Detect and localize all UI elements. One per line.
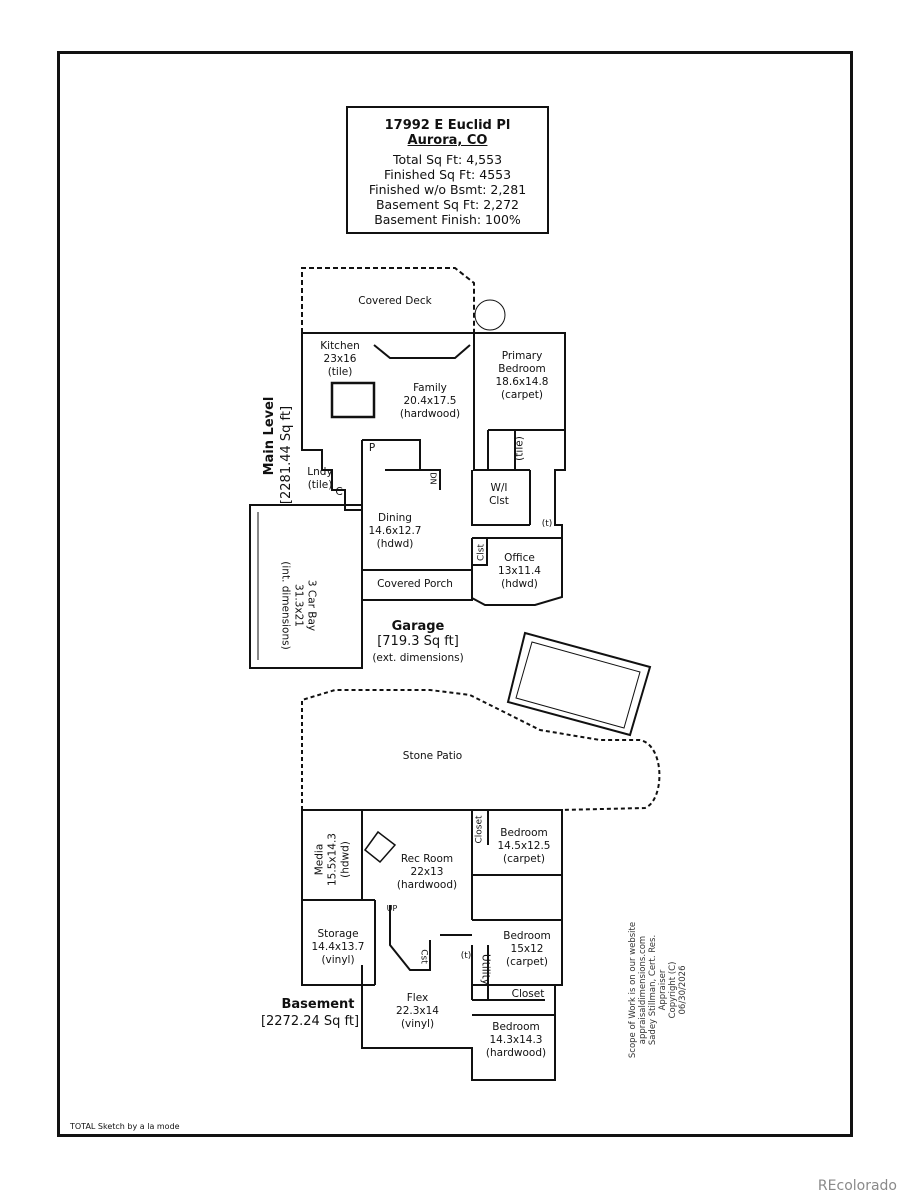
covered-porch-label: Covered Porch bbox=[377, 578, 453, 590]
watermark: REcolorado bbox=[817, 1178, 897, 1194]
kitchen-island bbox=[330, 381, 376, 419]
covered-deck-outline bbox=[301, 267, 475, 335]
storage-label: Storage 14.4x13.7 (vinyl) bbox=[311, 928, 365, 966]
basement-outline bbox=[301, 809, 563, 1081]
pantry-label: P bbox=[368, 442, 376, 454]
closet-vertical-label: Closet bbox=[474, 815, 485, 844]
basement-finish: Basement Finish: 100% bbox=[374, 212, 521, 227]
drawing-frame bbox=[57, 51, 853, 1137]
laundry-label: Lndy (tile) bbox=[307, 466, 333, 491]
bedroom-2-label: Bedroom 15x12 (carpet) bbox=[503, 930, 551, 968]
property-info-box: 17992 E Euclid Pl Aurora, CO Total Sq Ft… bbox=[346, 106, 549, 234]
main-toilet-label: (t) bbox=[541, 519, 553, 529]
family-label: Family 20.4x17.5 (hardwood) bbox=[399, 382, 461, 420]
flex-label: Flex 22.3x14 (vinyl) bbox=[396, 992, 439, 1030]
primary-bedroom-label: Primary Bedroom 18.6x14.8 (carpet) bbox=[495, 350, 549, 401]
main-level-title: Main Level bbox=[262, 396, 277, 476]
garage-area: [719.3 Sq ft] bbox=[377, 634, 459, 649]
garage-title: Garage bbox=[391, 619, 445, 634]
media-label: Media 15.5x14.3 (hdwd) bbox=[313, 833, 352, 886]
garage-note: (ext. dimensions) bbox=[372, 652, 464, 664]
kitchen-label: Kitchen 23x16 (tile) bbox=[320, 340, 360, 378]
stone-patio-outline bbox=[301, 689, 661, 811]
walk-in-closet-label: W/I Clst bbox=[489, 482, 509, 507]
primary-bath-label: (tile) bbox=[513, 436, 526, 461]
finished-sqft: Finished Sq Ft: 4553 bbox=[383, 167, 512, 182]
basement-title: Basement bbox=[281, 997, 355, 1012]
stairs-up-label: UP bbox=[386, 904, 398, 913]
pool-outline bbox=[506, 631, 652, 737]
office-closet-label: Clst bbox=[476, 544, 487, 562]
stone-patio-label: Stone Patio bbox=[402, 750, 463, 762]
sketch-footer: TOTAL Sketch by a la mode bbox=[70, 1122, 180, 1131]
basement-sqft: Basement Sq Ft: 2,272 bbox=[375, 197, 519, 212]
covered-deck-label: Covered Deck bbox=[358, 295, 432, 307]
garage-outline bbox=[249, 504, 363, 669]
closet-horizontal-label: Closet bbox=[511, 988, 545, 1000]
bedroom-3-label: Bedroom 14.3x14.3 (hardwood) bbox=[485, 1021, 547, 1059]
garage-bay-label: 3 Car Bay 31.3x21 (int. dimensions) bbox=[279, 561, 318, 650]
city: Aurora, CO bbox=[407, 133, 488, 148]
rec-room-label: Rec Room 22x13 (hardwood) bbox=[396, 853, 458, 891]
appraiser-credits: Scope of Work is on our website appraisa… bbox=[628, 921, 688, 1059]
basement-closet-label: Cst bbox=[418, 949, 429, 964]
stairs-down-label: DN bbox=[428, 472, 438, 485]
total-sqft: Total Sq Ft: 4,553 bbox=[392, 152, 503, 167]
utility-label: Utility bbox=[479, 954, 492, 985]
basement-area: [2272.24 Sq ft] bbox=[260, 1014, 360, 1029]
bedroom-1-label: Bedroom 14.5x12.5 (carpet) bbox=[497, 827, 551, 865]
closet-c-label: C bbox=[335, 486, 343, 498]
office-label: Office 13x11.4 (hdwd) bbox=[498, 552, 541, 590]
main-level-area: [2281.44 Sq ft] bbox=[279, 405, 294, 505]
address: 17992 E Euclid Pl bbox=[384, 118, 511, 133]
finished-wo-bsmt: Finished w/o Bsmt: 2,281 bbox=[368, 182, 527, 197]
basement-toilet-label: (t) bbox=[460, 951, 472, 961]
dining-label: Dining 14.6x12.7 (hdwd) bbox=[368, 512, 422, 550]
